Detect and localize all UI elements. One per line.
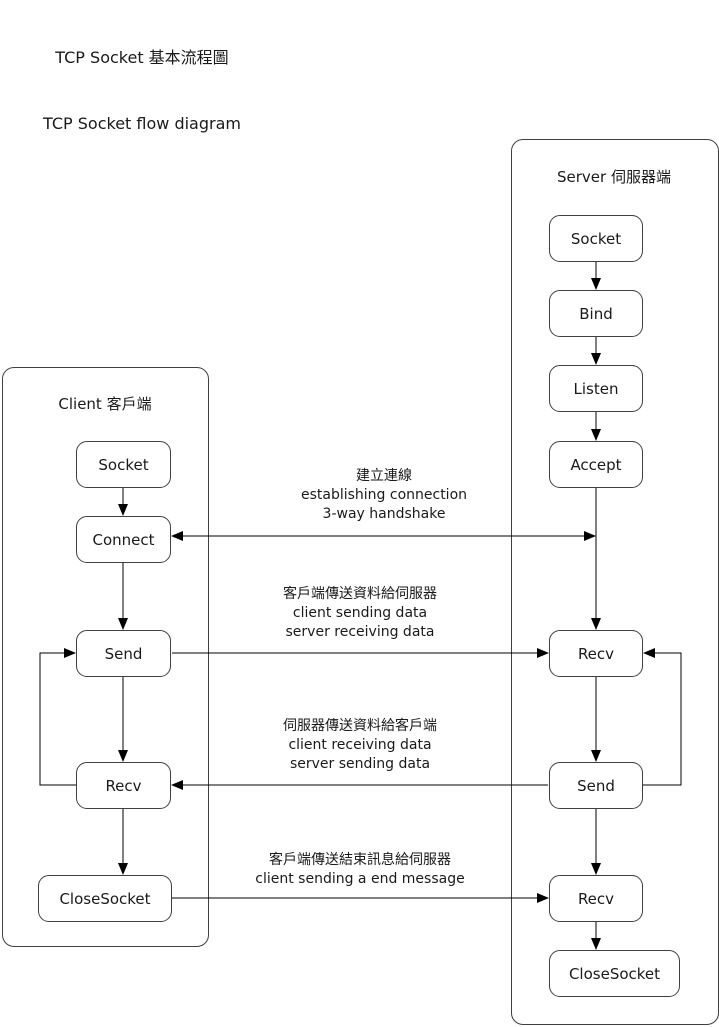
annotation-server-send-zh: 伺服器傳送資料給客戶端 [283,718,437,734]
server-node-listen: Listen [549,365,643,412]
server-node-send: Send [549,762,643,809]
arrow-client-recv-send-loop [39,648,77,786]
diagram-title-zh: TCP Socket 基本流程圖 [55,48,229,67]
server-node-socket: Socket [549,215,643,262]
annotation-client-send-en1: client sending data [292,605,428,621]
annotation-handshake-en2: 3-way handshake [322,506,446,522]
diagram-title: TCP Socket 基本流程圖 TCP Socket flow diagram [0,3,284,179]
server-node-recv2: Recv [549,875,643,922]
client-node-recv: Recv [76,762,171,809]
annotation-server-send-en1: client receiving data [288,737,432,753]
server-node-bind: Bind [549,290,643,337]
diagram-title-en: TCP Socket flow diagram [43,114,241,133]
annotation-handshake-zh: 建立連線 [356,468,412,484]
annotation-server-send: 伺服器傳送資料給客戶端 client receiving data server… [210,717,510,774]
annotation-close-message: 客戶端傳送結束訊息給伺服器 client sending a end messa… [210,851,510,889]
annotation-client-send: 客戶端傳送資料給伺服器 client sending data server r… [210,585,510,642]
server-group-label: Server 伺服器端 [557,168,671,186]
server-node-accept: Accept [549,441,643,488]
annotation-client-send-zh: 客戶端傳送資料給伺服器 [283,586,437,602]
annotation-server-send-en2: server sending data [289,756,431,772]
client-node-socket: Socket [76,441,171,488]
arrow-server-send-recv-loop [642,648,682,786]
client-node-closesocket: CloseSocket [38,875,172,922]
server-node-closesocket: CloseSocket [549,950,680,997]
client-node-connect: Connect [76,516,171,563]
annotation-close-message-en1: client sending a end message [255,871,465,887]
client-group-label: Client 客戶端 [58,395,152,413]
annotation-client-send-en2: server receiving data [285,624,435,640]
annotation-handshake-en1: establishing connection [300,487,468,503]
client-node-send: Send [76,630,171,677]
annotation-handshake: 建立連線 establishing connection 3-way hands… [234,467,534,524]
server-node-recv1: Recv [549,630,643,677]
annotation-close-message-zh: 客戶端傳送結束訊息給伺服器 [269,852,451,868]
